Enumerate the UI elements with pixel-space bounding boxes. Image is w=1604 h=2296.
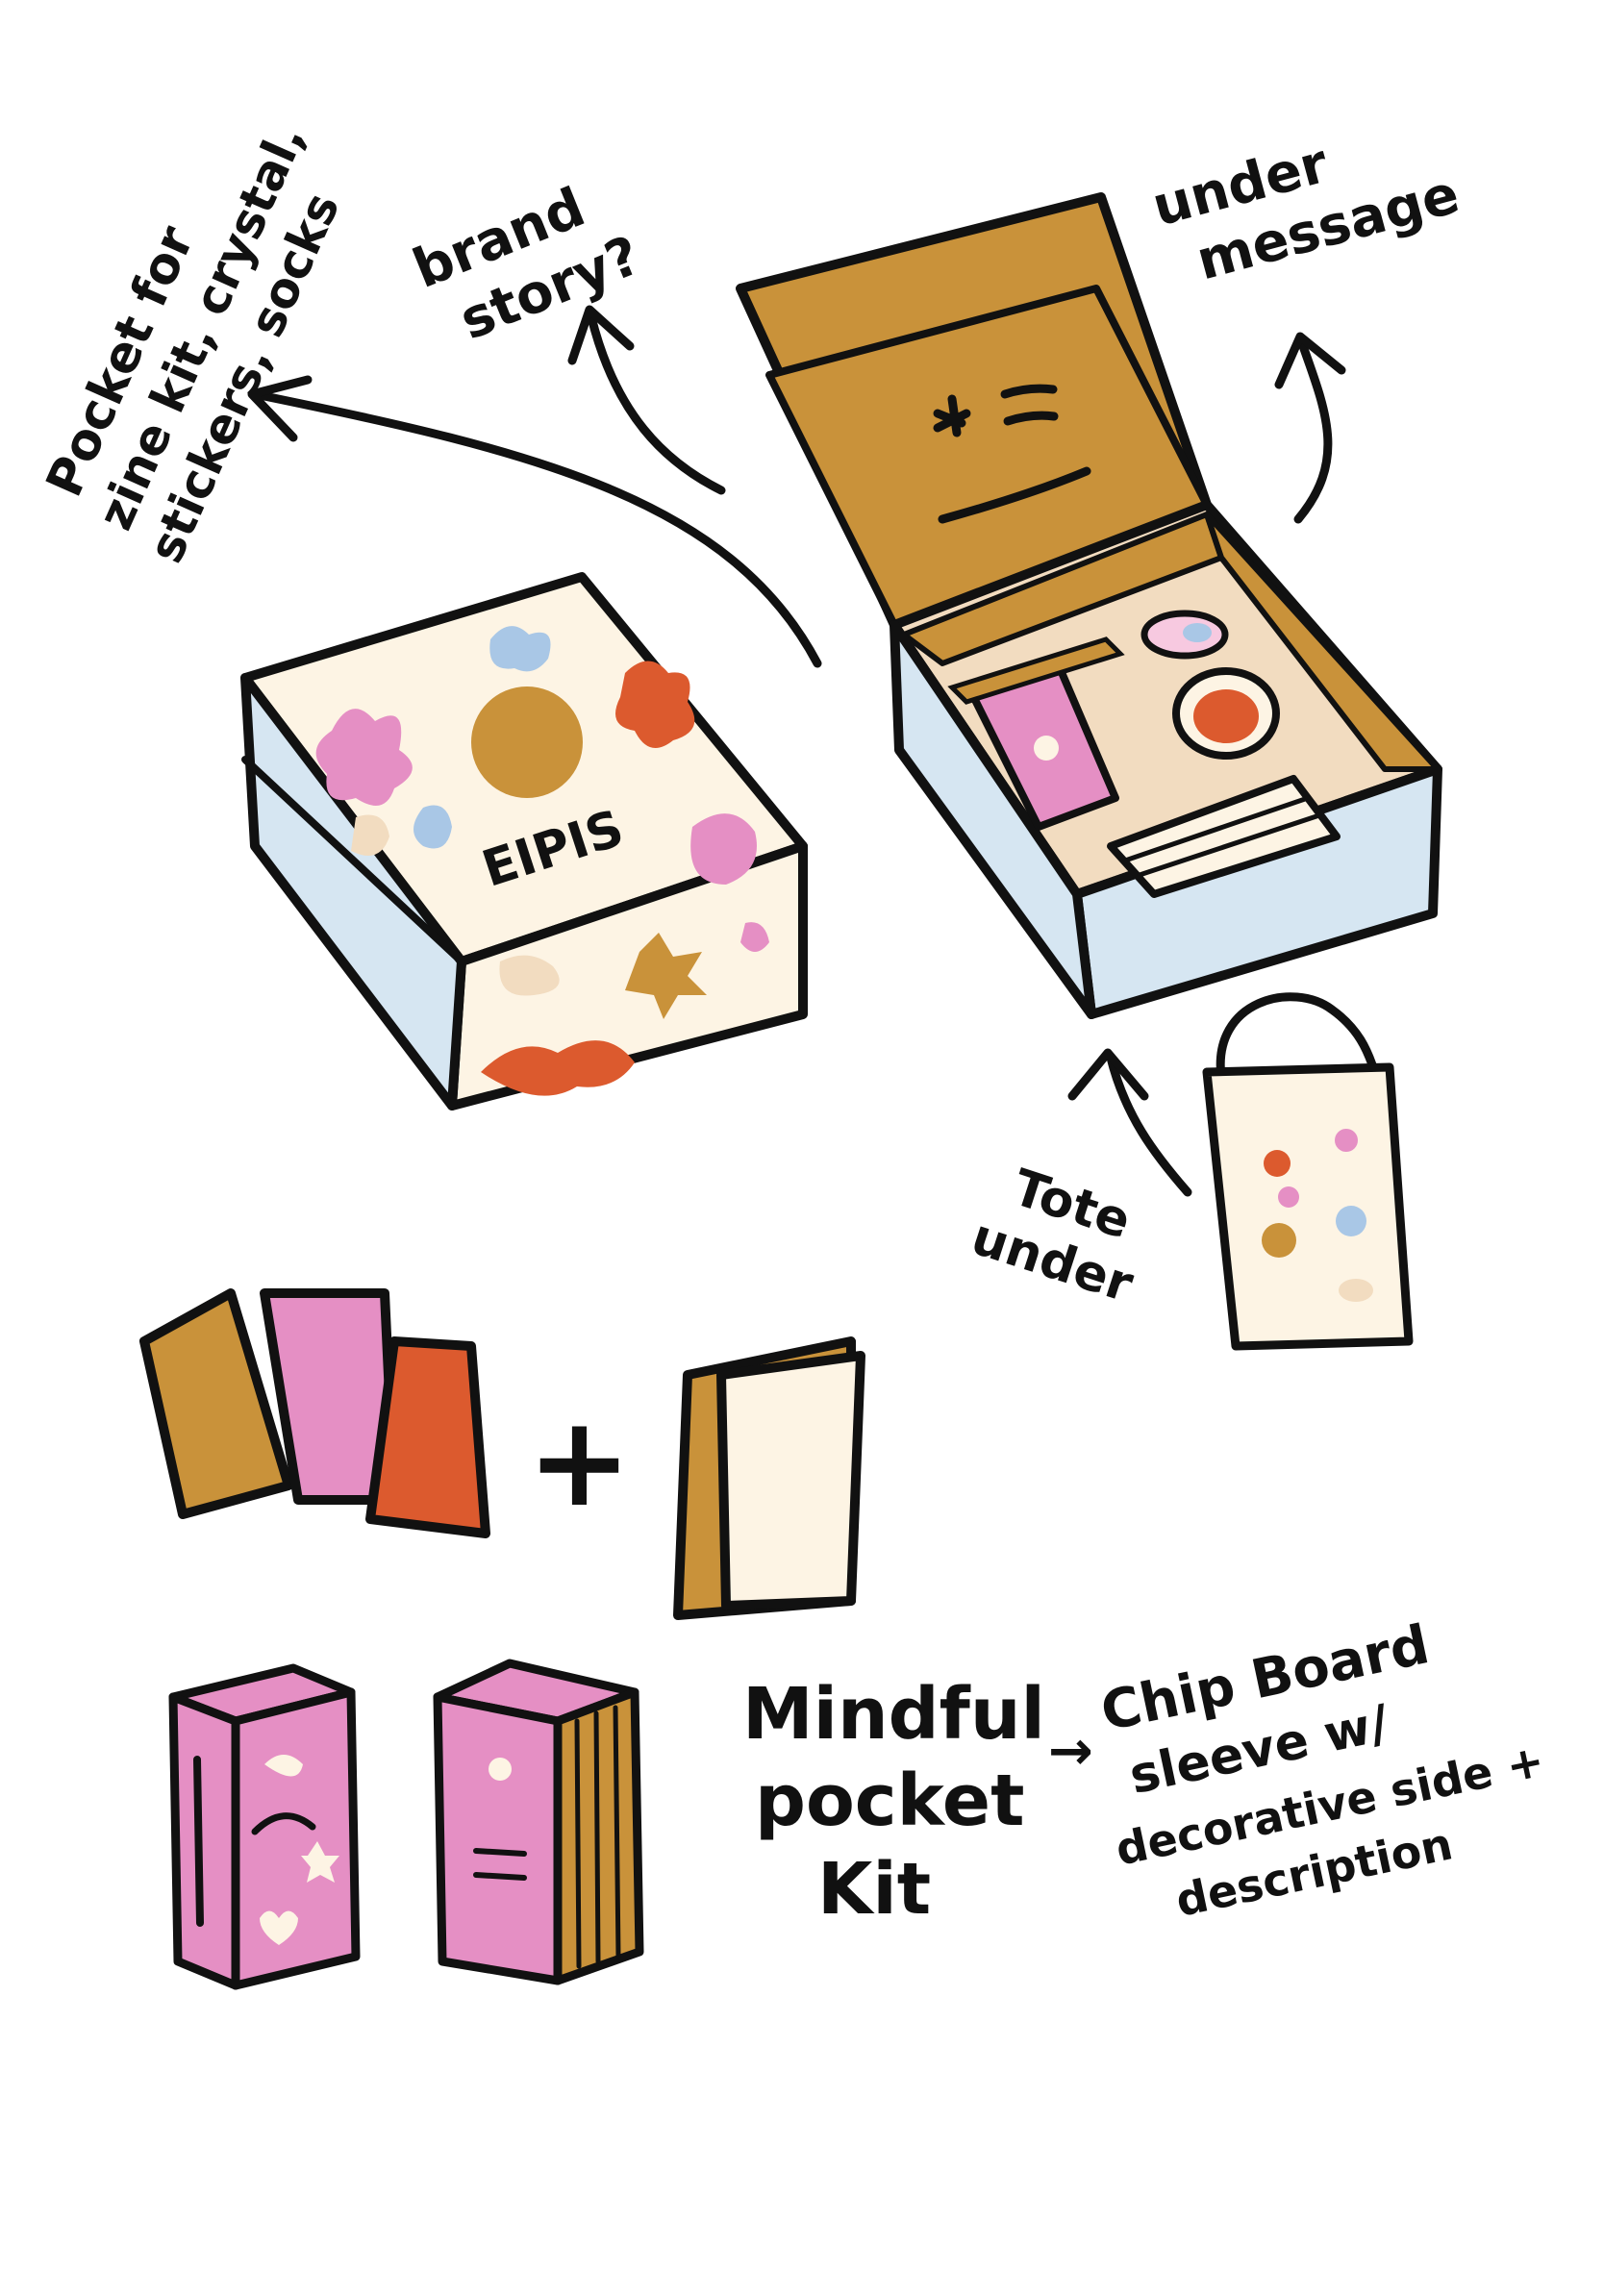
tote-handle xyxy=(1216,992,1380,1082)
open-box-left xyxy=(890,620,1096,1019)
lid-line-mark-1 xyxy=(1000,384,1058,399)
blue-flower-shape xyxy=(489,626,551,672)
tote-body xyxy=(1202,1062,1414,1351)
sleeve-back-line-2 xyxy=(473,1872,527,1881)
arrow-to-under-message xyxy=(1293,341,1333,524)
pink-flower-shape xyxy=(315,709,413,806)
sleeve-decor-stripe xyxy=(193,1756,204,1927)
arrow-to-pocket-note xyxy=(250,389,822,668)
arrow-head-brand-story xyxy=(567,305,635,365)
plus-sign: + xyxy=(527,1388,632,1535)
arrow-head-pocket-note xyxy=(247,375,313,442)
blue-squiggle-shape xyxy=(414,805,452,849)
kit-title-line-3: Kit xyxy=(817,1848,931,1931)
tote-bag xyxy=(1202,992,1414,1351)
tan-blob-shape xyxy=(351,814,389,856)
arrow-head-tote xyxy=(1067,1048,1149,1101)
sleeve-front-face xyxy=(231,1687,361,1990)
lid-line-mark-3 xyxy=(938,466,1091,524)
orange-flower-shape xyxy=(615,661,695,748)
under-message-note: under message xyxy=(1146,133,1466,293)
pink-dot-shape xyxy=(740,922,769,952)
lid-star-mark xyxy=(933,394,971,437)
sleeve-decor-arc xyxy=(251,1812,316,1835)
sleeve-decor-star xyxy=(301,1841,339,1883)
sleeve-back-dot xyxy=(489,1758,512,1781)
tote-dot-pink-2 xyxy=(1278,1186,1299,1208)
arrow-to-open-box-from-tote xyxy=(1106,1053,1192,1197)
orange-wave-shape xyxy=(481,1040,635,1096)
logo-sun-circle xyxy=(471,686,583,798)
mustard-star-shape xyxy=(625,933,707,1019)
compartment-divider xyxy=(947,636,1125,705)
pocket-note: Pocket for zine kit, crystal, stickers, … xyxy=(36,116,350,571)
open-box xyxy=(736,192,1442,1019)
tote-dot-blue xyxy=(1336,1206,1366,1236)
sleeve-back-line-1 xyxy=(473,1848,527,1857)
kit-title-line-2: pocket xyxy=(755,1759,1024,1842)
card-mustard xyxy=(139,1288,293,1519)
pink-card-dot xyxy=(1034,736,1059,761)
sleeve-back-view xyxy=(433,1659,644,1985)
crystal-pill-highlight xyxy=(1183,623,1212,642)
tan-cloud-shape xyxy=(499,955,560,996)
sleeve-back-face xyxy=(433,1692,563,1985)
kit-title: Mindful pocket Kit xyxy=(742,1673,1045,1931)
sleeve-front-left xyxy=(168,1692,240,1990)
kit-title-line-1: Mindful xyxy=(742,1673,1045,1756)
arrow-to-brand-story xyxy=(587,312,726,495)
tote-dot-mustard xyxy=(1262,1223,1296,1258)
open-box-right-wall xyxy=(1204,512,1441,772)
closed-box: EIPIS xyxy=(240,572,808,1111)
arrow-head-under-message xyxy=(1274,332,1346,389)
tote-dot-orange xyxy=(1264,1150,1291,1177)
closed-box-left xyxy=(240,673,466,1111)
orange-dish-fill xyxy=(1193,689,1259,743)
card-orange xyxy=(365,1336,490,1538)
tote-under-note: Tote under xyxy=(965,1159,1140,1314)
tote-dot-tan xyxy=(1339,1279,1373,1302)
sleeve-decor-heart xyxy=(260,1910,298,1945)
sleeve-decor-cloud xyxy=(264,1755,303,1777)
zine-front-cover xyxy=(716,1351,865,1610)
fanned-cards xyxy=(139,1288,490,1538)
zine-booklet xyxy=(673,1336,865,1620)
tote-dot-pink xyxy=(1335,1129,1358,1152)
pink-blob-shape xyxy=(690,813,757,885)
lid-line-mark-2 xyxy=(1003,411,1059,426)
kit-arrow-glyph: → xyxy=(1048,1720,1093,1783)
sleeve-front-view xyxy=(168,1663,361,1990)
sleeve-note: Chip Board sleeve w/ decorative side + d… xyxy=(1095,1613,1548,1927)
